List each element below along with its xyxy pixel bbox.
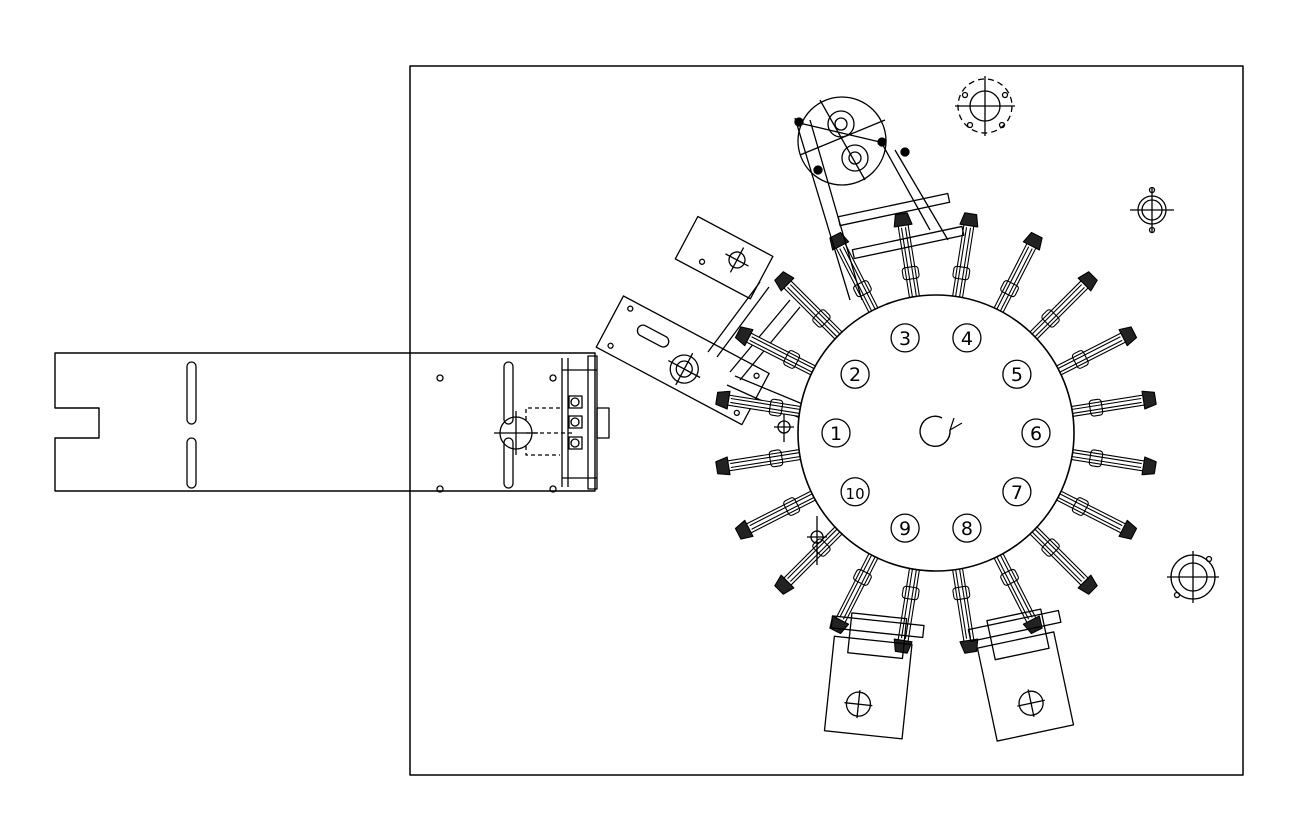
station-arms [715, 212, 1157, 654]
rotation-arrow-icon [919, 415, 951, 447]
station-labels: 1 2 3 4 5 6 7 8 9 10 [821, 323, 1051, 543]
feed-conveyor [54, 352, 610, 493]
mounting-hole-1 [955, 76, 1015, 136]
station-number: 3 [899, 328, 911, 350]
station-arm [715, 448, 807, 476]
station-number-circle [1002, 477, 1032, 507]
mounting-hole-3 [1167, 551, 1219, 603]
station-number-circle [952, 513, 982, 543]
station-number: 2 [849, 364, 861, 386]
station-arm [715, 390, 807, 418]
station-number: 4 [961, 328, 973, 350]
turntable: 1 2 3 4 5 6 7 8 9 10 [715, 212, 1157, 654]
station-arm [734, 487, 822, 540]
station-arm [990, 231, 1043, 319]
feed-bracket [595, 295, 770, 426]
station-number: 9 [899, 518, 911, 540]
station-number-circle [890, 513, 920, 543]
station-number: 8 [961, 518, 973, 540]
drive-motor [794, 96, 965, 301]
station-arm [829, 547, 882, 635]
fixture-right [967, 608, 1075, 742]
station-arm [1065, 448, 1157, 476]
station-arm [1025, 522, 1098, 595]
station-number: 7 [1011, 482, 1023, 504]
station-number-circle [1002, 359, 1032, 389]
fixture-left [823, 612, 925, 740]
station-number: 10 [846, 485, 865, 503]
base-plate [409, 65, 1244, 776]
locator-small [774, 414, 827, 565]
station-number-circle [1021, 418, 1051, 448]
station-arm [893, 212, 921, 304]
station-arm [893, 562, 921, 654]
station-number-circle [821, 418, 851, 448]
station-number-circle [840, 477, 870, 507]
station-arm [774, 522, 847, 595]
station-number-circle [890, 323, 920, 353]
station-arm [951, 212, 979, 304]
station-arm [1050, 326, 1138, 379]
station-number-circle [952, 323, 982, 353]
station-arm [951, 562, 979, 654]
mounting-hole-2 [1130, 186, 1174, 234]
station-number: 1 [830, 423, 842, 445]
station-arm [990, 547, 1043, 635]
station-number-circle [840, 359, 870, 389]
station-arm [1025, 271, 1098, 344]
station-number: 6 [1030, 423, 1042, 445]
station-arm [1050, 487, 1138, 540]
station-number: 5 [1011, 364, 1023, 386]
station-arm [1065, 390, 1157, 418]
sensor-bracket [674, 215, 774, 300]
station-arm [734, 326, 822, 379]
station-arm [774, 271, 847, 344]
